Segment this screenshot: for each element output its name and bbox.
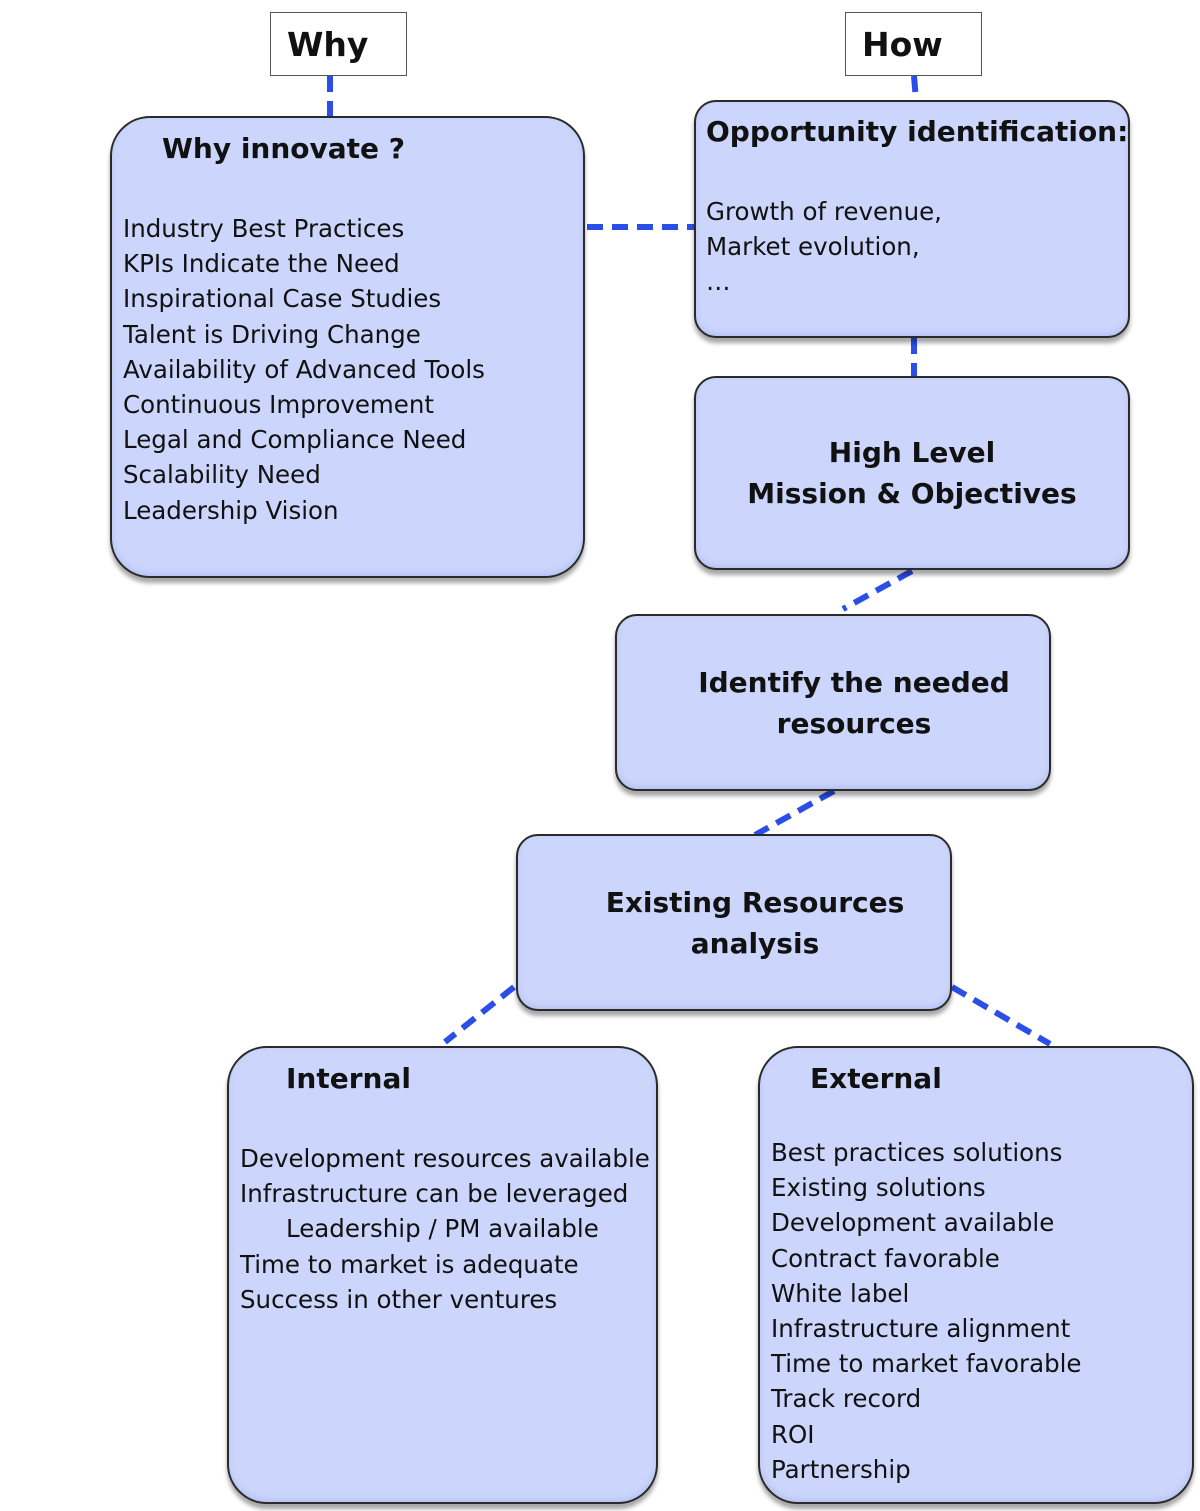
connector-resources-to-existing <box>753 788 836 838</box>
why-label: Why <box>270 12 407 76</box>
list-item: Inspirational Case Studies <box>123 284 442 314</box>
resources-text: Identify the needed resources <box>617 616 1049 789</box>
mission-line-2: Mission & Objectives <box>747 477 1077 510</box>
resources-line-1: Identify the needed <box>698 665 1010 699</box>
list-item: Track record <box>771 1384 922 1414</box>
list-item: … <box>706 267 731 297</box>
list-item: Leadership Vision <box>123 495 339 525</box>
internal-title: Internal <box>286 1062 411 1095</box>
connector-existing-to-internal <box>443 984 516 1045</box>
list-item: Time to market favorable <box>771 1349 1082 1379</box>
connector-how-to-opportunity <box>911 75 919 101</box>
mission-text: High Level Mission & Objectives <box>696 378 1128 568</box>
external-list: Best practices solutions Existing soluti… <box>771 1135 1082 1487</box>
mission-line-1: High Level <box>828 436 996 469</box>
list-item: Talent is Driving Change <box>123 319 421 349</box>
connector-mission-to-resources <box>841 568 914 612</box>
connector-existing-to-external <box>950 984 1052 1047</box>
list-item: Market evolution, <box>706 232 920 262</box>
list-item: Legal and Compliance Need <box>123 425 467 455</box>
list-item: Development resources available <box>240 1144 650 1173</box>
resources-line-2: resources <box>776 706 932 740</box>
internal-list: Development resources available Infrastr… <box>240 1141 650 1317</box>
list-item: Industry Best Practices <box>123 214 405 243</box>
why-label-text: Why <box>287 24 369 64</box>
opportunity-box: Opportunity identification: Growth of re… <box>694 100 1130 338</box>
how-label-text: How <box>862 24 943 64</box>
list-item: Continuous Improvement <box>123 390 434 420</box>
existing-box: Existing Resources analysis <box>516 834 952 1011</box>
list-item: White label <box>771 1278 910 1308</box>
list-item: ROI <box>771 1419 815 1449</box>
list-item: Development available <box>771 1208 1055 1238</box>
list-item: KPIs Indicate the Need <box>123 249 400 279</box>
existing-text: Existing Resources analysis <box>518 836 950 1009</box>
list-item: Infrastructure can be leveraged <box>240 1179 629 1209</box>
list-item: Contract favorable <box>771 1243 1000 1273</box>
list-item: Partnership <box>771 1454 911 1484</box>
mission-box: High Level Mission & Objectives <box>694 376 1130 570</box>
how-label: How <box>845 12 982 76</box>
list-item: Leadership / PM available <box>286 1214 599 1244</box>
existing-line-1: Existing Resources <box>605 885 905 919</box>
opportunity-title: Opportunity identification: <box>706 115 1129 148</box>
opportunity-list: Growth of revenue, Market evolution, … <box>706 194 942 300</box>
list-item: Growth of revenue, <box>706 197 942 226</box>
why-innovate-list: Industry Best Practices KPIs Indicate th… <box>123 211 485 528</box>
list-item: Success in other ventures <box>240 1284 558 1314</box>
existing-line-2: analysis <box>690 926 820 960</box>
external-box: External Best practices solutions Existi… <box>758 1046 1194 1504</box>
why-innovate-title: Why innovate ? <box>162 132 406 165</box>
why-innovate-box: Why innovate ? Industry Best Practices K… <box>110 116 585 578</box>
list-item: Infrastructure alignment <box>771 1314 1071 1344</box>
list-item: Scalability Need <box>123 460 321 490</box>
internal-box: Internal Development resources available… <box>227 1046 658 1504</box>
list-item: Time to market is adequate <box>240 1249 579 1279</box>
list-item: Availability of Advanced Tools <box>123 354 485 384</box>
resources-box: Identify the needed resources <box>615 614 1051 791</box>
external-title: External <box>810 1062 942 1095</box>
list-item: Existing solutions <box>771 1173 986 1203</box>
list-item: Best practices solutions <box>771 1138 1063 1167</box>
